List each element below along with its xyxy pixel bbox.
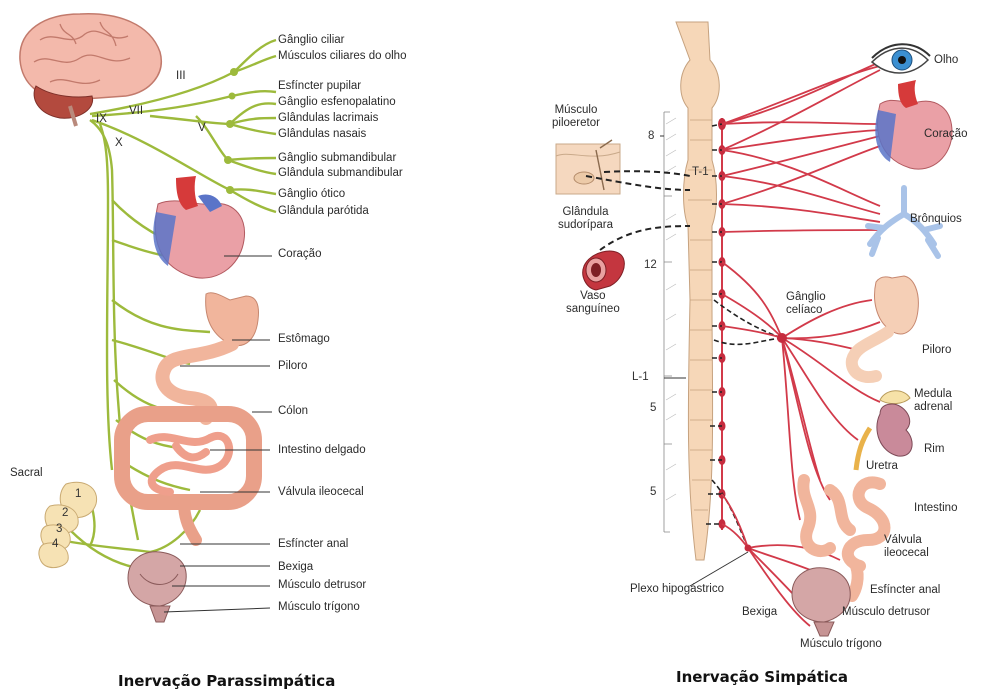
spinal-cord [676, 22, 719, 560]
intestine-illustration [122, 414, 254, 540]
stomach-illustration-right [852, 276, 919, 377]
vertebral-hatching [666, 118, 676, 500]
kidney-illustration [856, 391, 912, 470]
ganglio-esfenopalatino-label: Gânglio esfenopalatino [278, 96, 396, 109]
nerve-iii-label: III [176, 70, 186, 83]
estomago-label: Estômago [278, 333, 330, 346]
rim-label: Rim [924, 443, 944, 456]
coracao-right-label: Coração [924, 128, 967, 141]
intestino-right-label: Intestino [914, 502, 957, 515]
uretra-label: Uretra [866, 460, 898, 473]
ganglion-dots [224, 68, 238, 194]
nerve-x-label: X [115, 137, 123, 150]
musculo-detrusor-left-label: Músculo detrusor [278, 579, 366, 592]
skin-illustration [556, 140, 690, 250]
musculo-trigono-left-label: Músculo trígono [278, 601, 360, 614]
coracao-left-label: Coração [278, 248, 321, 261]
musculo-trigono-right-label: Músculo trígono [800, 638, 882, 651]
plexo-hipogastrico-label: Plexo hipogástrico [630, 583, 724, 596]
sacral-1-label: 1 [75, 488, 81, 501]
valvula-ileocecal-right-label: Válvula ileocecal [884, 534, 929, 560]
spinal-l1-label: L-1 [632, 371, 649, 384]
piloro-right-label: Piloro [922, 344, 951, 357]
spinal-5b-label: 5 [650, 486, 656, 499]
colon-label: Cólon [278, 405, 308, 418]
glandula-sudoripara-label: Glândula sudorípara [558, 206, 613, 232]
ganglio-submandibular-label: Gânglio submandibular [278, 152, 396, 165]
sacral-3-label: 3 [56, 523, 62, 536]
sympathetic-caption: Inervação Simpática [676, 668, 848, 686]
hypogastric-plexus-dot [745, 545, 752, 552]
ganglio-otico-label: Gânglio ótico [278, 188, 345, 201]
ganglio-celiaco-label: Gânglio celíaco [786, 291, 826, 317]
eye-illustration [872, 44, 930, 73]
spinal-5a-label: 5 [650, 402, 656, 415]
glandula-submandibular-label: Glândula submandibular [278, 167, 403, 180]
esfincter-pupilar-label: Esfíncter pupilar [278, 80, 361, 93]
nerve-v-label: V [198, 122, 206, 135]
musculo-detrusor-right-label: Músculo detrusor [842, 606, 930, 619]
esfincter-anal-right-label: Esfíncter anal [870, 584, 940, 597]
spinal-12-label: 12 [644, 259, 657, 272]
bladder-illustration-right [792, 568, 850, 636]
musculo-piloeretor-label: Músculo piloeretor [552, 104, 600, 130]
sacral-label: Sacral [10, 467, 43, 480]
heart-illustration-right [875, 80, 952, 169]
glandulas-nasais-label: Glândulas nasais [278, 128, 366, 141]
sacral-2-label: 2 [62, 507, 68, 520]
spinal-t1-label: T-1 [692, 166, 709, 179]
piloro-left-label: Piloro [278, 360, 307, 373]
medula-adrenal-label: Medula adrenal [914, 388, 952, 414]
bronquios-label: Brônquios [910, 213, 962, 226]
parasympathetic-caption: Inervação Parassimpática [118, 672, 335, 690]
valvula-ileocecal-left-label: Válvula ileocecal [278, 486, 364, 499]
bexiga-left-label: Bexiga [278, 561, 313, 574]
spinal-8-label: 8 [648, 130, 654, 143]
sacral-illustration [39, 482, 97, 567]
nerve-vii-label: VII [129, 105, 143, 118]
glandulas-lacrimais-label: Glândulas lacrimais [278, 112, 378, 125]
ganglio-ciliar-label: Gânglio ciliar [278, 34, 344, 47]
olho-label: Olho [934, 54, 958, 67]
esfincter-anal-left-label: Esfíncter anal [278, 538, 348, 551]
stomach-illustration [162, 293, 258, 418]
musculos-ciliares-label: Músculos ciliares do olho [278, 50, 406, 63]
sacral-4-label: 4 [52, 538, 58, 551]
blood-vessel-illustration [583, 251, 625, 290]
celiac-ganglion-dot [777, 333, 787, 343]
intestino-delgado-label: Intestino delgado [278, 444, 366, 457]
bexiga-right-label: Bexiga [742, 606, 777, 619]
glandula-parotida-label: Glândula parótida [278, 205, 369, 218]
vaso-sanguineo-label: Vaso sanguíneo [566, 290, 620, 316]
nerve-ix-label: IX [96, 113, 107, 126]
